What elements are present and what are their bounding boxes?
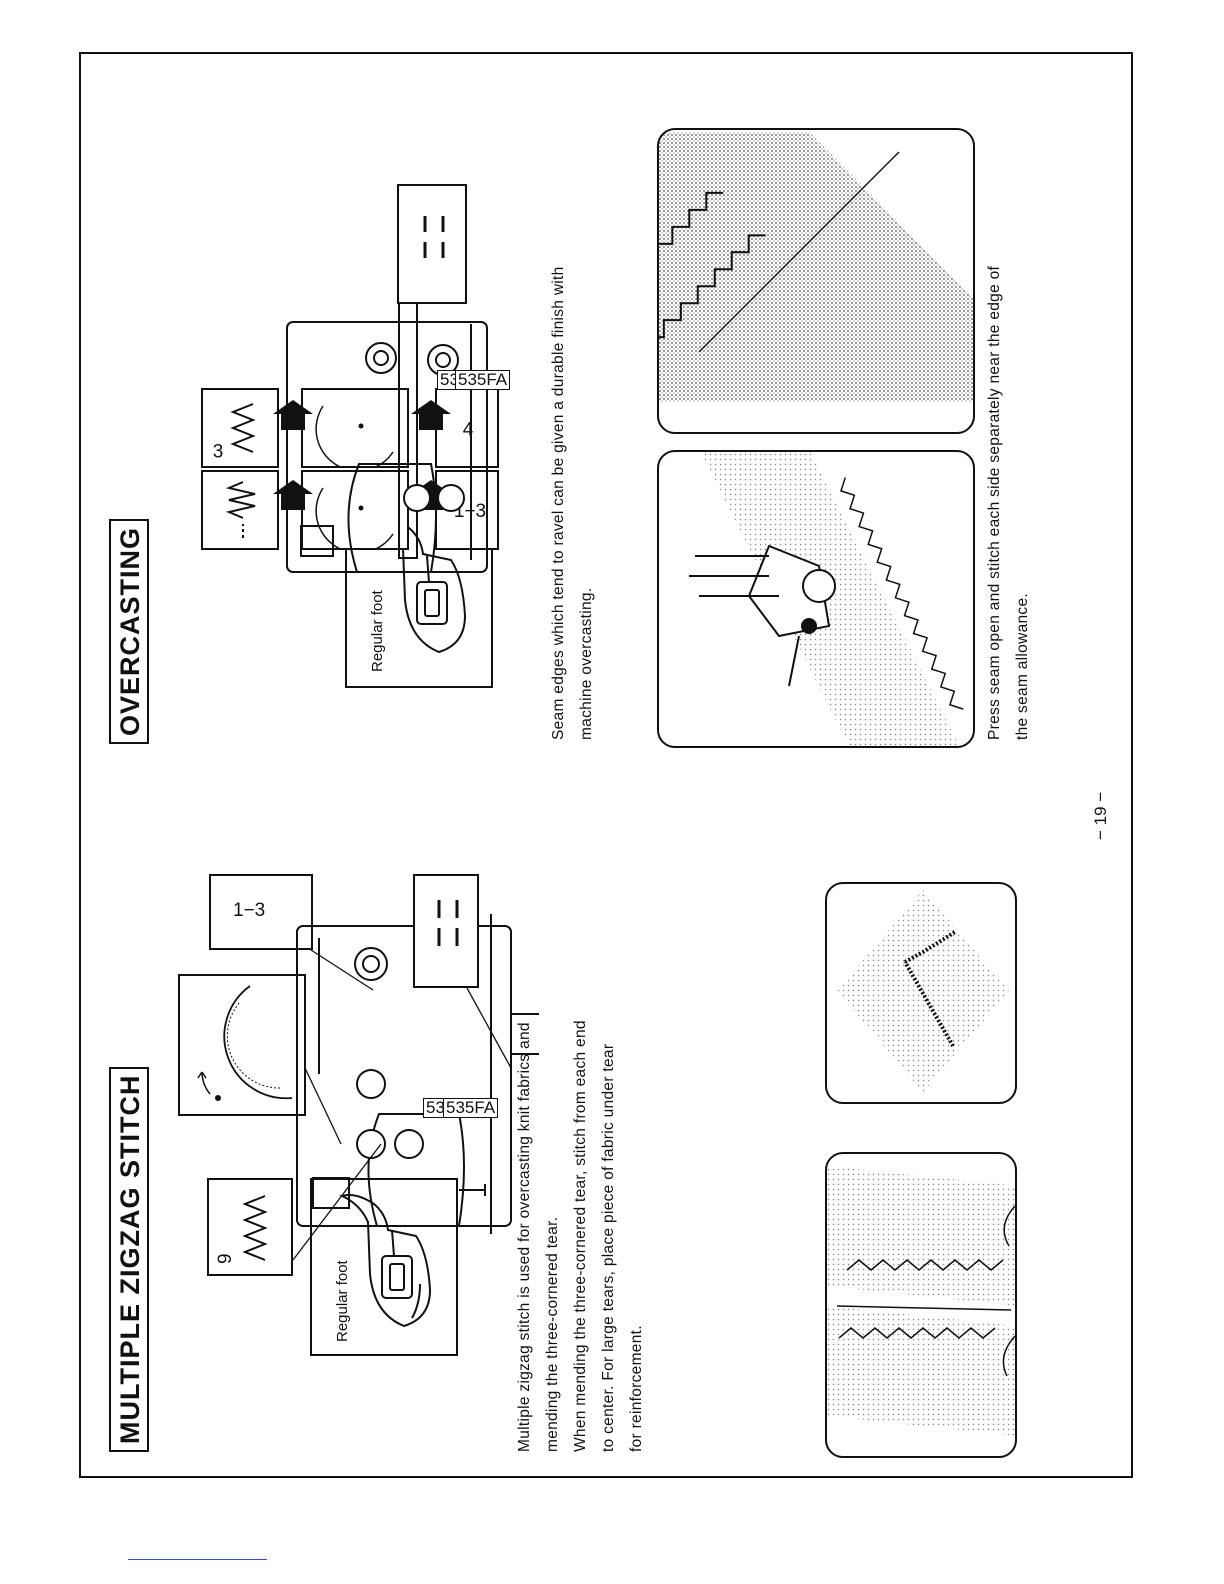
para-line: Multiple zigzag stitch is used for overc… (511, 1020, 539, 1452)
feed-dashes-icon (399, 182, 469, 302)
para-line: When mending the three-cornered tear, st… (567, 1020, 595, 1452)
sewing-machine-right-body-icon (231, 314, 521, 574)
feed-dashes-icon (415, 872, 481, 986)
para-line: for reinforcement. (623, 1020, 651, 1452)
multiple-zigzag-title: MULTIPLE ZIGZAG STITCH (109, 1067, 149, 1452)
feed-indicator-box-left (413, 874, 479, 988)
multiple-zigzag-paragraph: Multiple zigzag stitch is used for overc… (511, 1020, 651, 1452)
three-cornered-tear-illustration (825, 882, 1017, 1104)
page-frame: MULTIPLE ZIGZAG STITCH Regular foot 9 (79, 52, 1133, 1478)
para-line: Seam edges which tend to ravel can be gi… (545, 266, 573, 740)
para-line: the seam allowance. (1009, 266, 1037, 740)
sewing-machine-left-icon (259, 894, 549, 1254)
para-line: to center. For large tears, place piece … (595, 1020, 623, 1452)
page-number: − 19 − (1091, 792, 1111, 840)
para-line: machine overcasting. (573, 266, 601, 740)
model-535fa-right: 535FA (455, 370, 510, 390)
overcasting-paragraph-2: Press seam open and stitch each side sep… (981, 266, 1037, 740)
para-line: Press seam open and stitch each side sep… (981, 266, 1009, 740)
overcasting-paragraph-1: Seam edges which tend to ravel can be gi… (545, 266, 601, 740)
machine-overcasting-illustration (657, 450, 975, 748)
para-line: mending the three-cornered tear. (539, 1020, 567, 1452)
footer-link-underline[interactable] (128, 1559, 267, 1560)
zigzag-seam-illustration (825, 1152, 1017, 1458)
seam-allowance-illustration (657, 128, 975, 434)
feed-indicator-box-right (397, 184, 467, 304)
model-535fa-left: 535FA (443, 1098, 498, 1118)
rotated-content: MULTIPLE ZIGZAG STITCH Regular foot 9 (81, 54, 1135, 1480)
overcasting-title: OVERCASTING (109, 519, 149, 744)
